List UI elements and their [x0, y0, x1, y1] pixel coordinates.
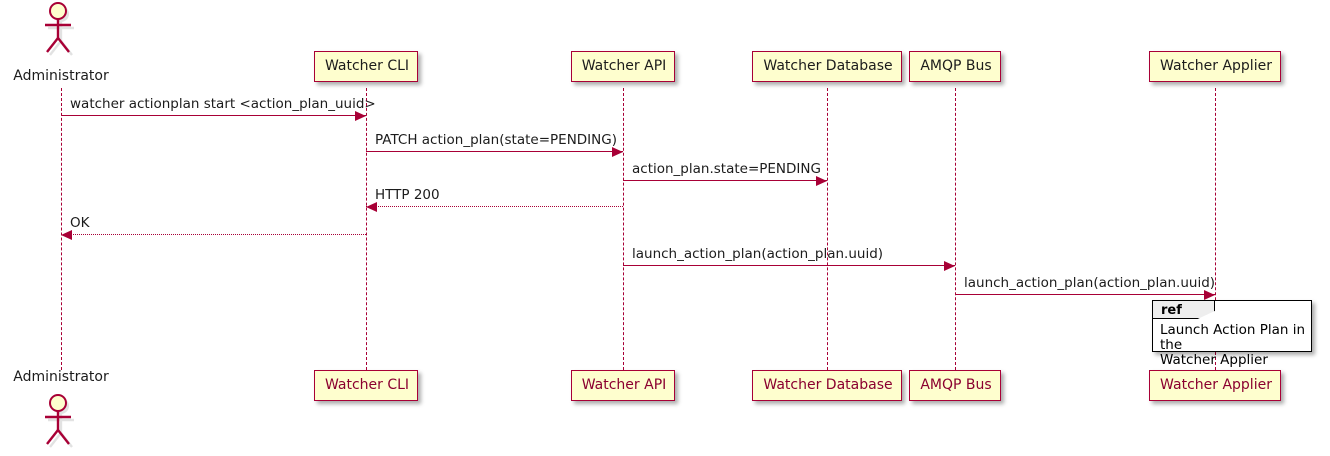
message-line-6 — [955, 294, 1215, 295]
message-label-4: OK — [70, 215, 90, 231]
participant-watcher_applier-bottom[interactable]: Watcher Applier — [1149, 370, 1281, 401]
participant-amqp_bus-top[interactable]: AMQP Bus — [909, 51, 1001, 82]
message-arrowhead-3 — [366, 202, 377, 212]
message-line-3 — [366, 206, 623, 207]
actor-figure-administrator-bottom — [41, 394, 81, 454]
actor-label-administrator-bottom: Administrator — [13, 369, 109, 385]
message-arrowhead-2 — [816, 176, 827, 186]
lifeline-watcher_database — [827, 88, 828, 370]
participant-watcher_api-top[interactable]: Watcher API — [570, 51, 676, 82]
lifeline-watcher_applier — [1215, 88, 1216, 370]
lifeline-administrator — [61, 88, 62, 370]
lifeline-amqp_bus — [955, 88, 956, 370]
message-label-1: PATCH action_plan(state=PENDING) — [375, 132, 617, 148]
actor-figure-administrator-top — [41, 2, 81, 62]
message-line-5 — [623, 265, 955, 266]
ref-fragment-body: Launch Action Plan in the Watcher Applie… — [1160, 322, 1306, 368]
participant-watcher_cli-top[interactable]: Watcher CLI — [313, 51, 419, 82]
lifeline-watcher_cli — [366, 88, 367, 370]
message-arrowhead-6 — [1204, 290, 1215, 300]
participant-amqp_bus-bottom[interactable]: AMQP Bus — [909, 370, 1001, 401]
participant-watcher_applier-top[interactable]: Watcher Applier — [1149, 51, 1281, 82]
participant-watcher_api-bottom[interactable]: Watcher API — [570, 370, 676, 401]
message-label-0: watcher actionplan start <action_plan_uu… — [70, 96, 376, 112]
message-arrowhead-5 — [944, 261, 955, 271]
ref-fragment-tab: ref — [1153, 301, 1215, 319]
message-label-5: launch_action_plan(action_plan.uuid) — [632, 246, 884, 262]
message-line-2 — [623, 180, 827, 181]
message-label-3: HTTP 200 — [375, 187, 440, 203]
actor-label-administrator-top: Administrator — [13, 68, 109, 84]
message-label-6: launch_action_plan(action_plan.uuid) — [964, 275, 1216, 291]
lifeline-watcher_api — [623, 88, 624, 370]
participant-watcher_database-bottom[interactable]: Watcher Database — [752, 370, 902, 401]
participant-watcher_cli-bottom[interactable]: Watcher CLI — [313, 370, 419, 401]
message-arrowhead-1 — [612, 147, 623, 157]
participant-watcher_database-top[interactable]: Watcher Database — [752, 51, 902, 82]
message-label-2: action_plan.state=PENDING — [632, 161, 821, 177]
message-line-4 — [61, 234, 366, 235]
message-arrowhead-0 — [355, 111, 366, 121]
message-arrowhead-4 — [61, 230, 72, 240]
message-line-0 — [61, 115, 366, 116]
message-line-1 — [366, 151, 623, 152]
